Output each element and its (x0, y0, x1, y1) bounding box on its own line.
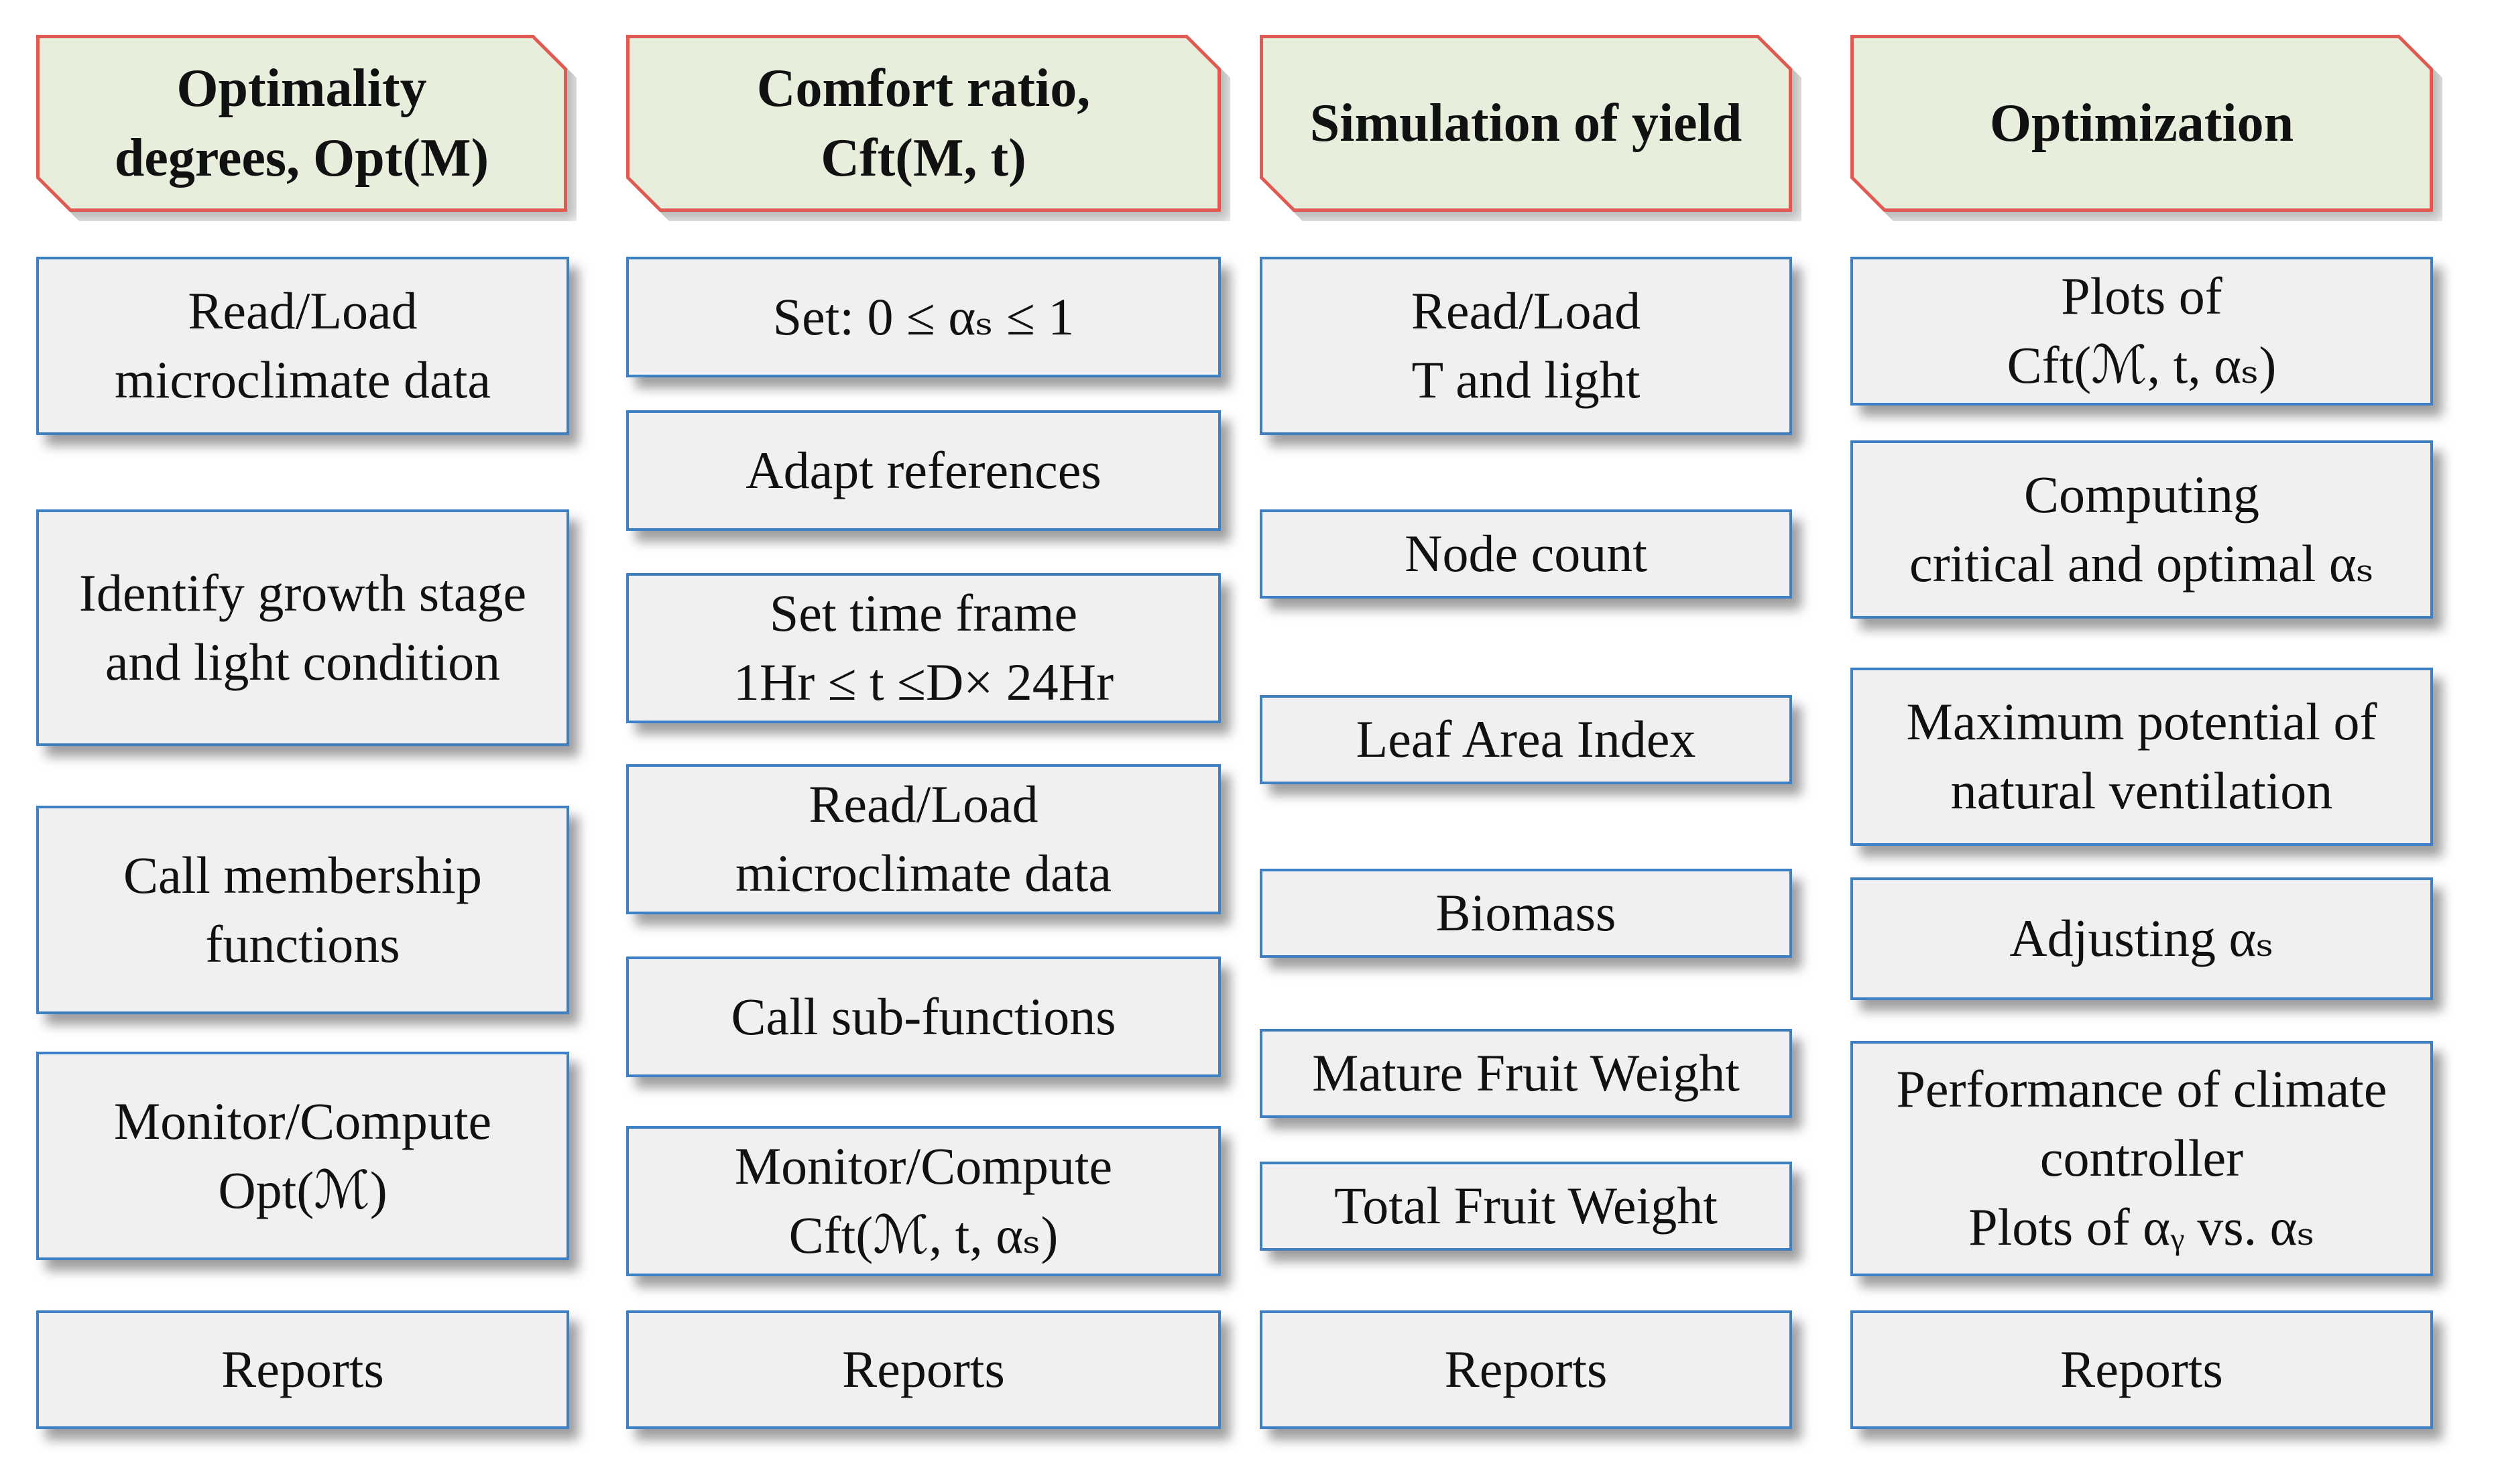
step-box: Maximum potential of natural ventilation (1850, 668, 2433, 846)
step-box: Biomass (1260, 869, 1792, 958)
step-box: Monitor/Compute Opt(ℳ) (36, 1052, 569, 1260)
step-box: Read/Load microclimate data (626, 764, 1221, 914)
step-box: Reports (1260, 1310, 1792, 1429)
step-box: Mature Fruit Weight (1260, 1029, 1792, 1118)
column-header-optimality: Optimality degrees, Opt(M) (36, 35, 567, 212)
step-box: Total Fruit Weight (1260, 1162, 1792, 1251)
column-header-label: Simulation of yield (1263, 38, 1789, 208)
column-header-label: Comfort ratio, Cft(M, t) (630, 38, 1217, 208)
step-box: Call membership functions (36, 806, 569, 1014)
column-header-optimization: Optimization (1850, 35, 2433, 212)
column-header-label: Optimization (1854, 38, 2430, 208)
step-box: Node count (1260, 509, 1792, 599)
column-header-label: Optimality degrees, Opt(M) (40, 38, 564, 208)
column-header-comfort-ratio: Comfort ratio, Cft(M, t) (626, 35, 1221, 212)
step-box: Identify growth stage and light conditio… (36, 509, 569, 746)
step-box: Leaf Area Index (1260, 695, 1792, 784)
step-box: Set time frame 1Hr ≤ t ≤D× 24Hr (626, 573, 1221, 723)
step-box: Plots of Cft(ℳ, t, αₛ) (1850, 257, 2433, 406)
step-box: Performance of climate controller Plots … (1850, 1041, 2433, 1276)
step-box: Monitor/Compute Cft(ℳ, t, αₛ) (626, 1126, 1221, 1276)
step-box: Read/Load microclimate data (36, 257, 569, 435)
step-box: Computing critical and optimal αₛ (1850, 440, 2433, 619)
step-box: Adjusting αₛ (1850, 877, 2433, 1000)
step-box: Call sub-functions (626, 956, 1221, 1077)
step-box: Reports (36, 1310, 569, 1429)
step-box: Adapt references (626, 410, 1221, 531)
step-box: Reports (1850, 1310, 2433, 1429)
step-box: Set: 0 ≤ αₛ ≤ 1 (626, 257, 1221, 377)
step-box: Read/Load T and light (1260, 257, 1792, 435)
column-header-simulation: Simulation of yield (1260, 35, 1792, 212)
step-box: Reports (626, 1310, 1221, 1429)
